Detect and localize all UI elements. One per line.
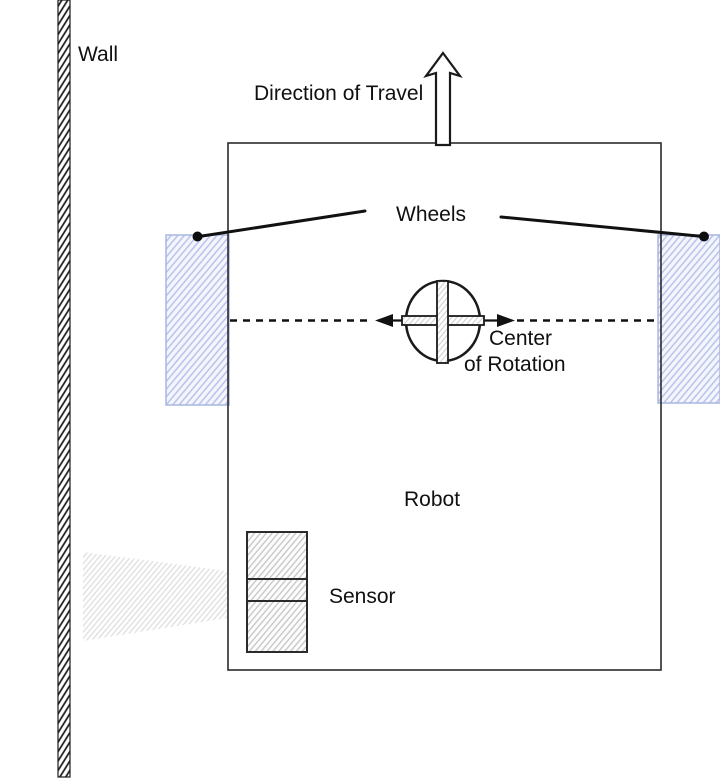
direction-of-travel-arrow-icon: [423, 51, 463, 147]
axis-arrowhead-left-icon: [375, 314, 393, 327]
robot-label: Robot: [404, 488, 460, 511]
wall-label: Wall: [78, 43, 118, 66]
center-of-rotation-label-line2: of Rotation: [464, 353, 566, 376]
crosshair-vertical-bar: [436, 280, 449, 364]
wheels-callout-dot-left: [192, 231, 203, 242]
sensor-beam: [83, 552, 227, 641]
direction-of-travel-label: Direction of Travel: [254, 82, 423, 105]
wheels-label: Wheels: [396, 203, 466, 226]
center-of-rotation-label-line1: Center: [489, 327, 552, 350]
wheels-callout-left: [197, 209, 367, 238]
wheels-callout-dot-right: [699, 231, 709, 242]
wheel-left: [165, 234, 230, 406]
sensor-block: [246, 531, 308, 653]
wheel-right: [657, 234, 720, 404]
wheels-callout-right: [499, 215, 705, 238]
sensor-label: Sensor: [329, 585, 396, 608]
axis-arrowhead-right-icon: [497, 314, 515, 327]
wall-strip: [57, 0, 71, 778]
